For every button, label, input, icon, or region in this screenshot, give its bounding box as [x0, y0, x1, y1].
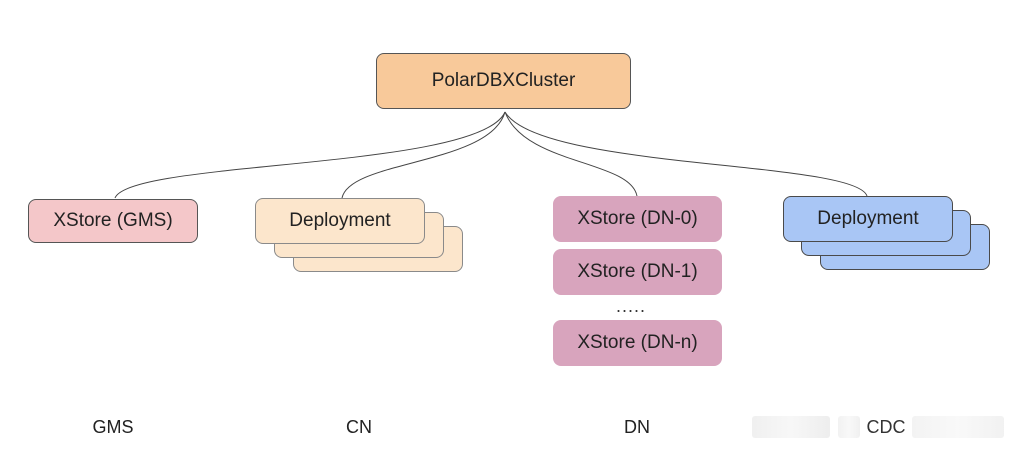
- caption-gms: GMS: [92, 417, 134, 437]
- cdc-deployment-label: Deployment: [817, 208, 919, 229]
- dn-xstore-node-0[interactable]: XStore (DN-0): [553, 196, 722, 242]
- edge-root-cn: [341, 111, 506, 199]
- cn-deployment-node[interactable]: Deployment: [255, 198, 425, 244]
- edge-root-cdc: [504, 111, 868, 197]
- caption-cdc: CDC: [866, 417, 906, 437]
- dn-xstore-label-1: XStore (DN-1): [577, 261, 698, 282]
- gms-xstore-node[interactable]: XStore (GMS): [28, 199, 198, 243]
- caption-cn: CN: [346, 417, 372, 437]
- dn-xstore-node-n[interactable]: XStore (DN-n): [553, 320, 722, 366]
- polardbx-cluster-node[interactable]: PolarDBXCluster: [376, 53, 631, 109]
- dn-ellipsis: .....: [616, 296, 647, 316]
- edge-root-gms: [114, 111, 506, 199]
- watermark-blur-2: [838, 416, 860, 438]
- dn-xstore-node-1[interactable]: XStore (DN-1): [553, 249, 722, 295]
- gms-xstore-label: XStore (GMS): [53, 210, 173, 231]
- edge-root-dn: [504, 111, 638, 197]
- watermark-blur-1: [752, 416, 830, 438]
- polardbx-cluster-label: PolarDBXCluster: [431, 70, 576, 91]
- caption-dn: DN: [624, 417, 650, 437]
- cdc-deployment-node[interactable]: Deployment: [783, 196, 953, 242]
- watermark-blur-3: [912, 416, 1004, 438]
- cn-deployment-label: Deployment: [289, 210, 391, 231]
- dn-xstore-label-n: XStore (DN-n): [577, 332, 698, 353]
- dn-xstore-label-0: XStore (DN-0): [577, 208, 698, 229]
